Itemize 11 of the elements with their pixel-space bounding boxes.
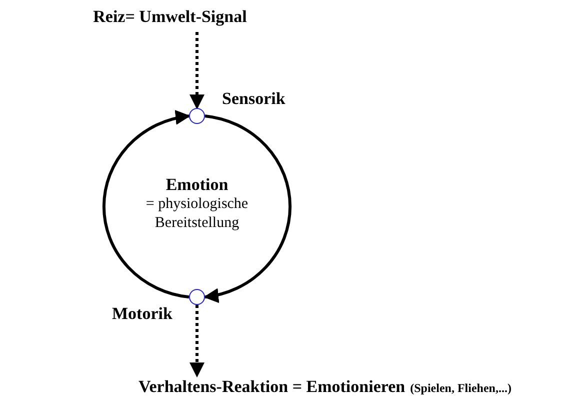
arrow [102, 110, 190, 298]
node-text: Verhaltens-Reaktion = Emotionieren [138, 376, 406, 398]
description-text: = physiologische Bereitstellung [144, 195, 250, 233]
node-text: Reiz= Umwelt-Signal [93, 6, 247, 28]
node-text: (Spielen, Fliehen,...) [410, 381, 512, 396]
node-label: Sensorik [222, 88, 286, 110]
arrow [190, 305, 204, 378]
heading-text: Emotion [166, 174, 228, 196]
node-label: Motorik [112, 303, 172, 324]
arrow [204, 114, 292, 302]
arrow [190, 32, 204, 110]
